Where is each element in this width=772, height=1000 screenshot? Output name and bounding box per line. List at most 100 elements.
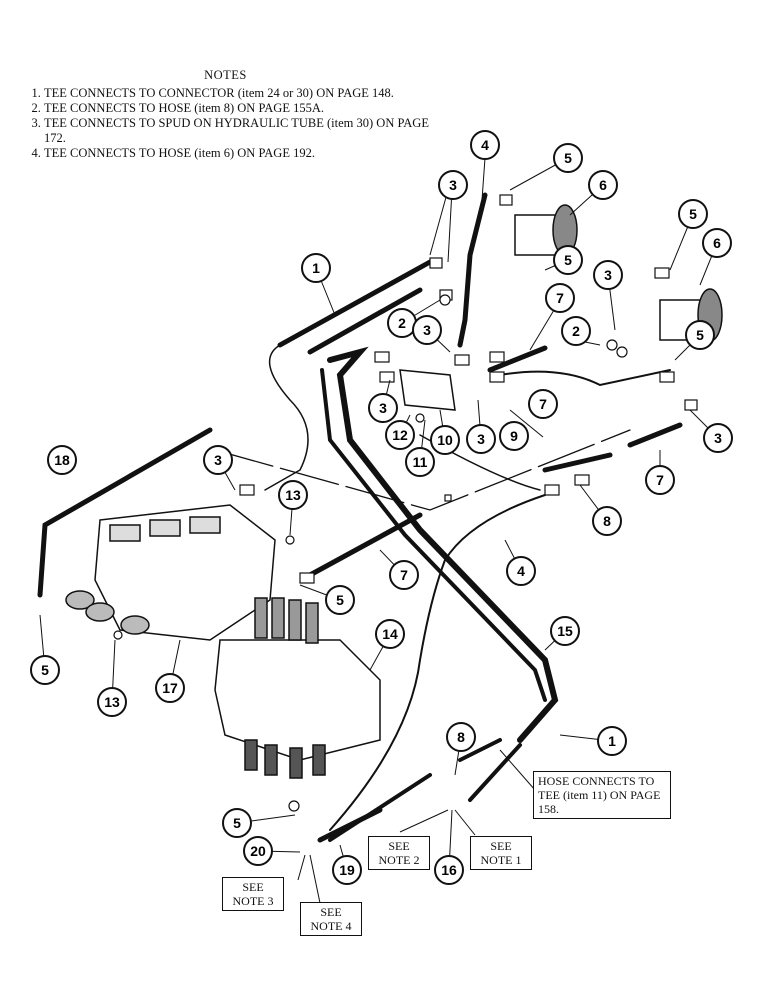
callout-circle-4 (506, 556, 536, 586)
valve-14 (214, 639, 381, 761)
see-note-1-box: SEE NOTE 1 (470, 836, 532, 870)
callout-label-5: 5 (689, 206, 697, 222)
callout-label-3: 3 (604, 267, 612, 283)
callout-circle-1 (301, 253, 331, 283)
callout-label-19: 19 (339, 862, 355, 878)
callout-circle-5 (678, 199, 708, 229)
callout-label-5: 5 (564, 252, 572, 268)
callout-circle-14 (375, 619, 405, 649)
callout-circle-5 (30, 655, 60, 685)
callout-circle-3 (203, 445, 233, 475)
hose-thin-left (264, 344, 309, 491)
callout-circle-17 (155, 673, 185, 703)
callout-label-8: 8 (603, 513, 611, 529)
callout-circle-3 (438, 170, 468, 200)
callout-label-4: 4 (481, 137, 489, 153)
callout-label-5: 5 (564, 150, 572, 166)
callout-circle-7 (645, 465, 675, 495)
callout-circle-18 (47, 445, 77, 475)
callout-label-14: 14 (382, 626, 398, 642)
callout-circle-13 (97, 687, 127, 717)
callout-label-5: 5 (233, 815, 241, 831)
note-item-2: TEE CONNECTS TO HOSE (item 8) ON PAGE 15… (44, 101, 448, 116)
callout-label-7: 7 (656, 472, 664, 488)
callout-circle-8 (592, 506, 622, 536)
callout-circle-3 (593, 260, 623, 290)
hose-tee-box: HOSE CONNECTS TO TEE (item 11) ON PAGE 1… (533, 771, 671, 819)
callout-circle-7 (528, 389, 558, 419)
callout-label-7: 7 (539, 396, 547, 412)
callout-label-16: 16 (441, 862, 457, 878)
callout-circle-5 (553, 143, 583, 173)
callout-circle-5 (325, 585, 355, 615)
fittings (113, 194, 698, 812)
callout-label-20: 20 (250, 843, 266, 859)
callout-label-1: 1 (608, 733, 616, 749)
hose-4-lower (329, 494, 546, 831)
callout-label-18: 18 (54, 452, 70, 468)
callout-label-5: 5 (41, 662, 49, 678)
callout-circle-1 (597, 726, 627, 756)
hose-long-thin (214, 429, 631, 511)
see-note-2-box: SEE NOTE 2 (368, 836, 430, 870)
notes-title: NOTES (204, 68, 247, 82)
callout-label-13: 13 (104, 694, 120, 710)
callout-circle-11 (405, 447, 435, 477)
block-10 (399, 369, 456, 411)
hose-7-mid (499, 369, 671, 387)
callout-label-2: 2 (398, 315, 406, 331)
callout-label-17: 17 (162, 680, 178, 696)
callout-circle-6 (702, 228, 732, 258)
callout-circle-3 (466, 424, 496, 454)
hose-4-upper (457, 192, 488, 348)
callout-label-2: 2 (572, 323, 580, 339)
callout-label-1: 1 (312, 260, 320, 276)
note-item-4: TEE CONNECTS TO HOSE (item 6) ON PAGE 19… (44, 146, 448, 161)
callout-label-15: 15 (557, 623, 573, 639)
callout-circle-16 (434, 855, 464, 885)
tube-15 (327, 346, 559, 743)
callout-circle-5 (685, 320, 715, 350)
callout-label-12: 12 (392, 427, 408, 443)
callout-circle-7 (389, 560, 419, 590)
callout-circle-8 (446, 722, 476, 752)
callout-circle-5 (222, 808, 252, 838)
callout-label-6: 6 (713, 235, 721, 251)
callout-circle-4 (470, 130, 500, 160)
callout-label-11: 11 (413, 454, 428, 470)
hose-7-upper (487, 345, 548, 373)
hose-near-16 (468, 743, 522, 802)
callout-label-3: 3 (477, 431, 485, 447)
callout-label-8: 8 (457, 729, 465, 745)
note-item-1: TEE CONNECTS TO CONNECTOR (item 24 or 30… (44, 86, 448, 101)
hose-18 (37, 427, 213, 598)
callout-circle-3 (703, 423, 733, 453)
callout-label-6: 6 (599, 177, 607, 193)
callout-circle-2 (561, 316, 591, 346)
callout-circle-12 (385, 420, 415, 450)
callout-label-3: 3 (379, 400, 387, 416)
callout-label-9: 9 (510, 428, 518, 444)
callout-circle-3 (412, 315, 442, 345)
callout-circle-10 (430, 425, 460, 455)
hose-7-right (542, 422, 683, 473)
callout-label-3: 3 (714, 430, 722, 446)
callout-label-3: 3 (214, 452, 222, 468)
callout-label-13: 13 (285, 487, 301, 503)
callout-circle-20 (243, 836, 273, 866)
notes-block: NOTES TEE CONNECTS TO CONNECTOR (item 24… (28, 68, 448, 161)
callout-circle-19 (332, 855, 362, 885)
note-item-3: TEE CONNECTS TO SPUD ON HYDRAULIC TUBE (… (44, 116, 448, 146)
hose-7-lower (307, 512, 423, 578)
callout-label-7: 7 (400, 567, 408, 583)
callout-label-5: 5 (696, 327, 704, 343)
callout-label-3: 3 (449, 177, 457, 193)
callout-circle-15 (550, 616, 580, 646)
hose-1-lower (307, 287, 423, 355)
tube-15-inner (320, 368, 547, 702)
callout-circle-7 (545, 283, 575, 313)
see-note-4-box: SEE NOTE 4 (300, 902, 362, 936)
callout-label-5: 5 (336, 592, 344, 608)
callout-circle-5 (553, 245, 583, 275)
